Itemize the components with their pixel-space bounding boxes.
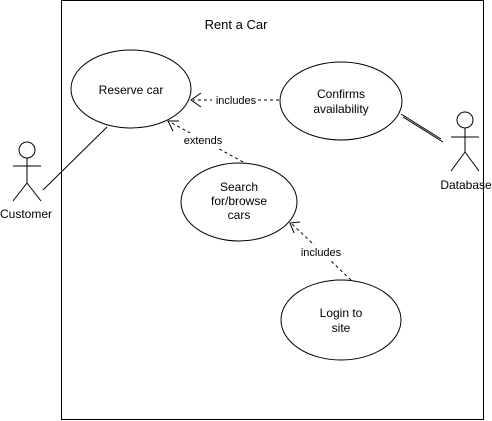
use-case-label: Reserve car — [99, 83, 164, 97]
use-case-label: availability — [313, 102, 368, 116]
use-case-label: for/browse — [211, 194, 267, 208]
stick-figure-icon — [12, 141, 42, 202]
use-case-login[interactable]: Login to site — [280, 279, 402, 361]
dependency-includes-login[interactable] — [289, 221, 352, 281]
actor-customer[interactable]: Customer — [0, 141, 52, 221]
use-case-label: site — [332, 321, 351, 335]
dependency-extends-search[interactable] — [167, 120, 244, 163]
association-database-confirms[interactable] — [400, 113, 444, 143]
extends-label: extends — [184, 135, 223, 147]
association-customer-reserve[interactable] — [42, 126, 108, 191]
includes-label-login: includes — [301, 247, 342, 259]
actor-label-customer: Customer — [0, 207, 52, 221]
use-case-label: Search — [220, 180, 258, 194]
actor-database[interactable]: Database — [440, 111, 492, 192]
use-case-reserve-car[interactable]: Reserve car — [70, 49, 192, 129]
actor-label-database: Database — [440, 178, 492, 192]
use-case-label: Login to — [320, 306, 363, 320]
use-case-confirms-availability[interactable]: Confirms availability — [279, 61, 403, 141]
use-case-search-browse[interactable]: Search for/browse cars — [180, 162, 298, 242]
includes-label-confirms: includes — [216, 95, 257, 107]
use-case-label: cars — [228, 208, 251, 222]
system-title: Rent a Car — [205, 17, 269, 32]
stick-figure-icon — [450, 111, 480, 172]
use-case-label: Confirms — [317, 87, 365, 101]
